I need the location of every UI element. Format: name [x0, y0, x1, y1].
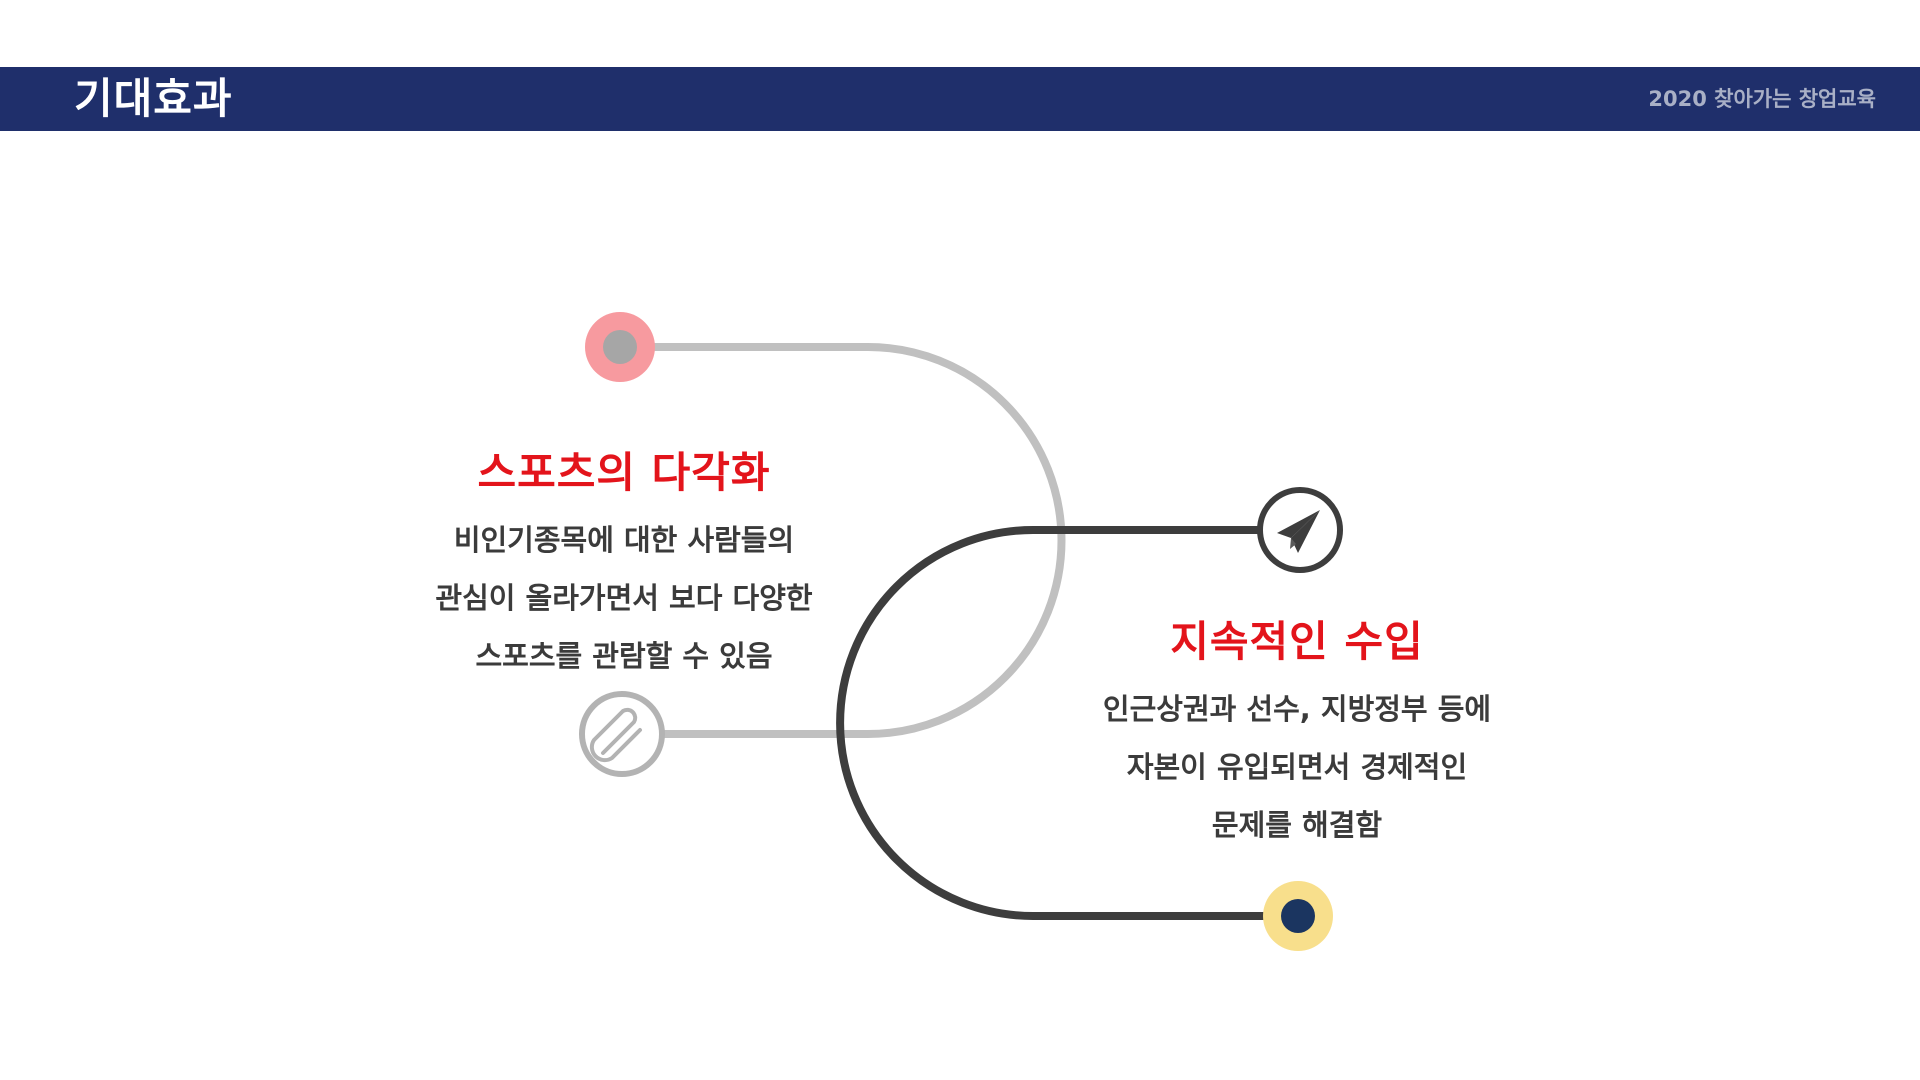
- start-dot: [585, 312, 655, 382]
- header-bar: 기대효과 2020 찾아가는 창업교육: [0, 67, 1920, 131]
- left-text-block: 스포츠의 다각화 비인기종목에 대한 사람들의 관심이 올라가면서 보다 다양한…: [324, 445, 924, 685]
- left-item-line: 비인기종목에 대한 사람들의: [453, 523, 795, 557]
- end-dot: [1263, 881, 1333, 951]
- paper-plane-icon: [1257, 487, 1343, 573]
- page-title: 기대효과: [74, 74, 233, 123]
- light-path-line: [616, 343, 1066, 738]
- paperclip-icon: [579, 691, 665, 777]
- left-item-line: 관심이 올라가면서 보다 다양한: [435, 581, 813, 615]
- left-item-title: 스포츠의 다각화: [477, 448, 771, 497]
- right-text-block: 지속적인 수입 인근상권과 선수, 지방정부 등에 자본이 유입되면서 경제적인…: [997, 614, 1597, 854]
- header-subtitle: 2020 찾아가는 창업교육: [1648, 87, 1876, 111]
- dark-path-line: [836, 526, 1302, 920]
- right-item-line: 문제를 해결함: [1211, 808, 1383, 842]
- left-item-line: 스포츠를 관람할 수 있음: [475, 639, 773, 673]
- right-item-line: 자본이 유입되면서 경제적인: [1126, 750, 1468, 784]
- right-item-line: 인근상권과 선수, 지방정부 등에: [1102, 692, 1492, 726]
- right-item-title: 지속적인 수입: [1170, 617, 1424, 666]
